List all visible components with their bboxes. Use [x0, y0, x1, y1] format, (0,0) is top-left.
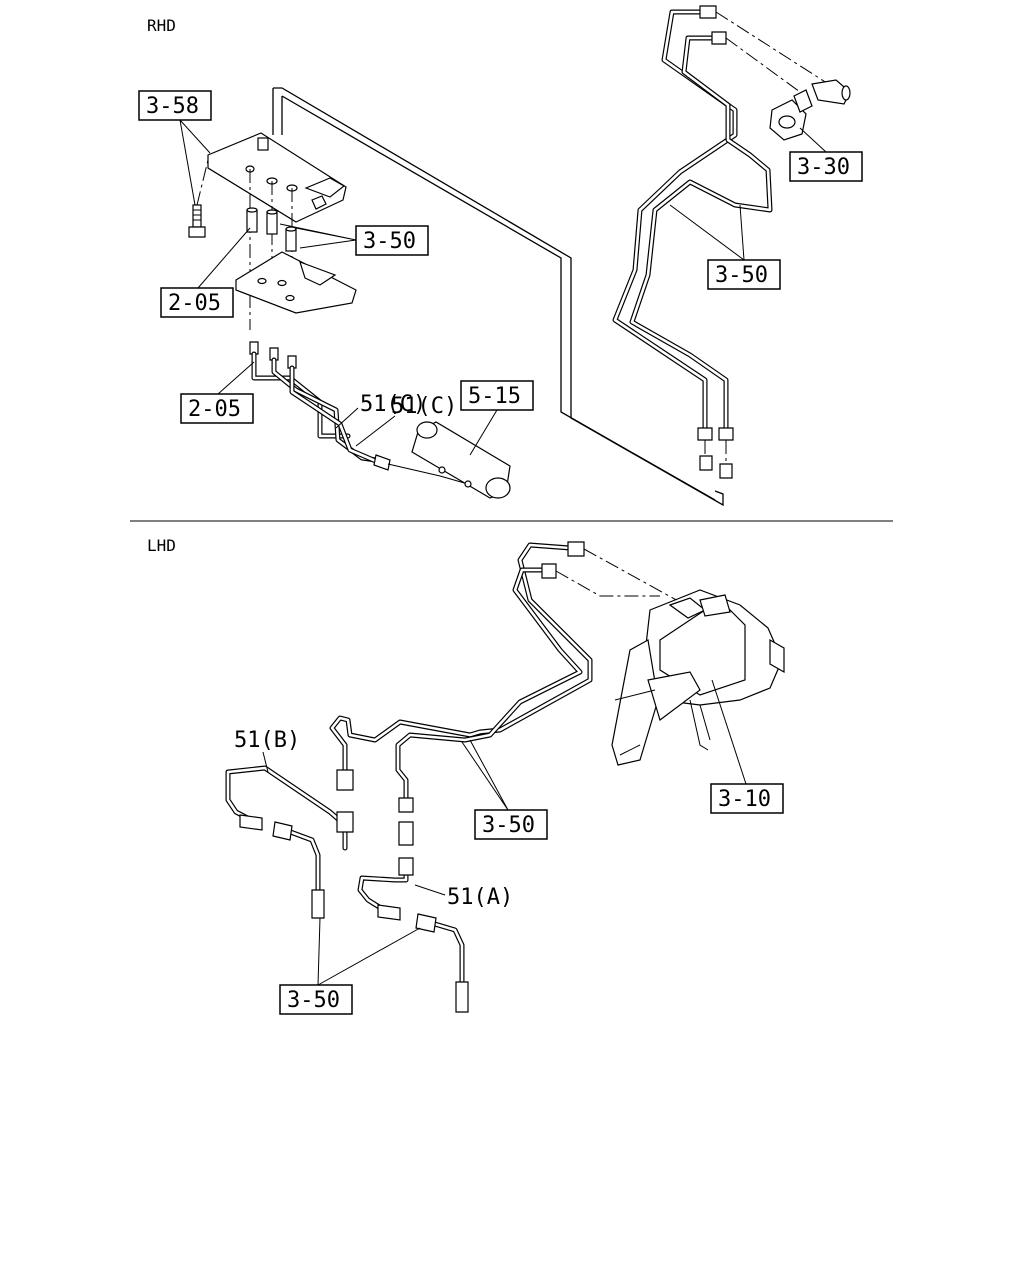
callout-3-58: 3-58	[138, 90, 212, 206]
rhd-section: RHD	[138, 5, 863, 507]
rhd-heading: RHD	[147, 16, 176, 35]
lhd-section: LHD	[147, 536, 785, 1015]
callout-3-30: 3-30	[789, 127, 863, 182]
brake-hoses-3-50	[272, 821, 469, 1013]
vacuum-hose-5-15	[387, 421, 511, 499]
callout-51c-2: 51(C)	[355, 394, 457, 447]
callout-2-05-bottom: 2-05	[180, 361, 255, 424]
callout-2-05-top-label: 2-05	[168, 291, 221, 316]
callout-51c-1-label: 51(C)	[360, 392, 426, 417]
callout-51c-2-label: 51(C)	[391, 394, 457, 419]
callout-3-50-lhd-pipes-label: 3-50	[482, 813, 535, 838]
callout-3-58-label: 3-58	[146, 94, 199, 119]
brake-pipes-51c	[249, 341, 391, 471]
callout-51b-label: 51(B)	[234, 728, 300, 753]
callout-51a-label: 51(A)	[447, 885, 513, 910]
callout-3-50-rhd-pipes: 3-50	[669, 204, 781, 290]
callout-2-05-top: 2-05	[160, 227, 251, 318]
proportioning-valve-3-30	[769, 79, 851, 141]
master-cylinder-bracket-lower	[235, 251, 357, 314]
callout-2-05-bottom-label: 2-05	[188, 397, 241, 422]
callout-51c-1: 51(C)	[335, 392, 426, 429]
spacers-2-05	[246, 207, 297, 252]
callout-3-50-lhd-pipes: 3-50	[461, 739, 548, 840]
master-cylinder-bracket-upper	[207, 132, 347, 330]
callout-5-15: 5-15	[460, 380, 534, 456]
callout-3-50-rhd-pipes-label: 3-50	[715, 263, 768, 288]
callout-3-50-bracket: 3-50	[279, 223, 429, 256]
callout-3-30-label: 3-30	[797, 155, 850, 180]
callout-51a: 51(A)	[414, 884, 513, 910]
brake-booster-3-10	[611, 589, 785, 766]
callout-3-10: 3-10	[710, 679, 784, 814]
callout-3-50-lhd-hoses: 3-50	[279, 917, 421, 1015]
callout-5-15-label: 5-15	[468, 384, 521, 409]
callout-51b: 51(B)	[234, 728, 300, 773]
bolt-3-58	[188, 159, 209, 238]
brake-pipe-51b	[225, 765, 354, 851]
callout-3-50-lhd-hoses-label: 3-50	[287, 988, 340, 1013]
rhd-pipe-assembly	[612, 5, 831, 479]
brake-pipe-51a	[357, 821, 414, 921]
callout-3-50-bracket-label: 3-50	[363, 229, 416, 254]
rhd-long-pipe-outline	[272, 87, 724, 507]
lhd-heading: LHD	[147, 536, 176, 555]
callout-3-10-label: 3-10	[718, 787, 771, 812]
lhd-pipe-assembly	[329, 541, 681, 813]
